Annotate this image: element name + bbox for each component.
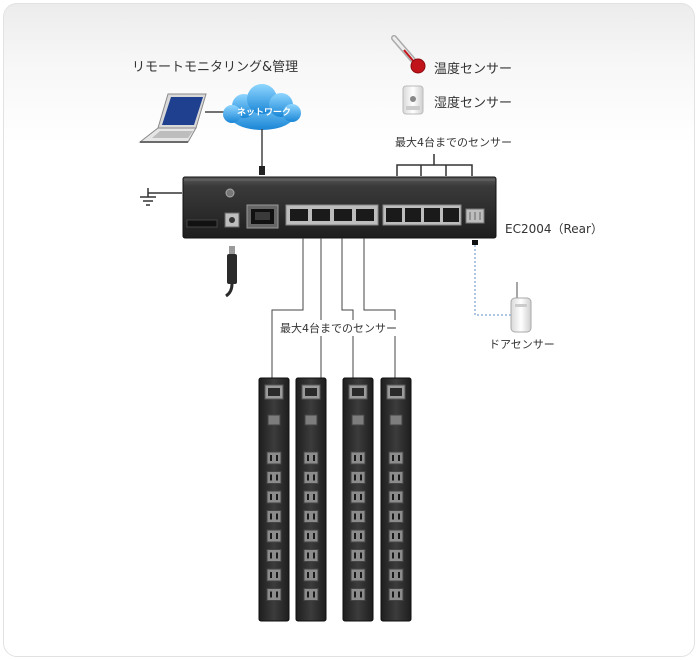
pdu-outlet [388, 510, 404, 523]
pdu-outlet [350, 549, 366, 562]
pdu-outlet [303, 568, 319, 582]
pdu-outlet [303, 529, 319, 543]
cloud-label: ネットワーク [237, 108, 292, 118]
pdu-strip [380, 377, 412, 622]
humidity-sensor-label: 湿度センサー [434, 96, 513, 111]
pdu-outlet [266, 588, 282, 601]
pdu-port [334, 209, 352, 221]
door-sensor-icon [510, 282, 532, 333]
pdu-outlet [388, 451, 404, 465]
thermometer-icon [391, 35, 426, 74]
pdu-outlet [266, 529, 282, 543]
pdu-outlet [350, 510, 366, 523]
ec2004-device [182, 176, 497, 239]
pdu-outlet [388, 568, 404, 582]
pdu-outlet [350, 490, 366, 504]
door-sensor-cable [472, 240, 514, 316]
pdu-outlet [388, 490, 404, 504]
laptop-icon [138, 93, 207, 143]
pdu-port [290, 209, 308, 221]
sensor-port [443, 208, 459, 222]
pdu-outlet [303, 490, 319, 504]
power-switch [186, 219, 218, 228]
title-label: リモートモニタリング&管理 [132, 60, 299, 75]
pdu-outlet [388, 588, 404, 601]
pdu-outlet [350, 451, 366, 465]
pdu-port-block [285, 204, 379, 226]
pdu-outlet [388, 549, 404, 562]
pdu-outlet [303, 451, 319, 465]
humidity-sensor-icon [402, 85, 424, 115]
pdu-breaker [267, 414, 281, 426]
network-cloud-icon [223, 84, 301, 130]
pdu-outlet [388, 529, 404, 543]
pdu-outlet [350, 568, 366, 582]
pdu-strip [258, 377, 290, 622]
pdu-outlet [303, 549, 319, 562]
sensor-port [424, 208, 440, 222]
door-sensor-label: ドアセンサー [489, 338, 555, 351]
pdu-breaker [389, 414, 403, 426]
pdu-port [356, 209, 374, 221]
temp-sensor-label: 温度センサー [434, 62, 513, 77]
pdu-breaker [351, 414, 365, 426]
pdu-outlet [303, 471, 319, 484]
pdu-breaker [304, 414, 318, 426]
pdu-outlet [266, 471, 282, 484]
device-label: EC2004（Rear） [505, 222, 603, 236]
pdu-outlet [266, 510, 282, 523]
pdu-outlet [266, 549, 282, 562]
sensor-port [386, 208, 402, 222]
pdu-outlet [350, 529, 366, 543]
pdu-strip [295, 377, 327, 622]
sensor-port [405, 208, 421, 222]
ground-screw [225, 188, 235, 198]
pdu-cables [271, 238, 396, 378]
pdu-outlet [303, 588, 319, 601]
network-plug [259, 166, 265, 175]
power-adapter-icon [225, 246, 237, 298]
pdu-outlet [303, 510, 319, 523]
pdu-outlet [350, 588, 366, 601]
pdu-strip [342, 377, 374, 622]
pdu-sensor-label: 最大4台までのセンサー [278, 320, 399, 336]
sensor-bracket [396, 154, 473, 176]
pdu-outlet [266, 568, 282, 582]
pdu-outlet [266, 490, 282, 504]
pdu-outlet [350, 471, 366, 484]
pdu-port [312, 209, 330, 221]
pdu-outlet [266, 451, 282, 465]
ground-icon [140, 188, 182, 206]
sensor-port-block [382, 204, 462, 226]
sensor-top-label: 最大4台までのセンサー [395, 136, 512, 149]
pdu-outlet [388, 471, 404, 484]
